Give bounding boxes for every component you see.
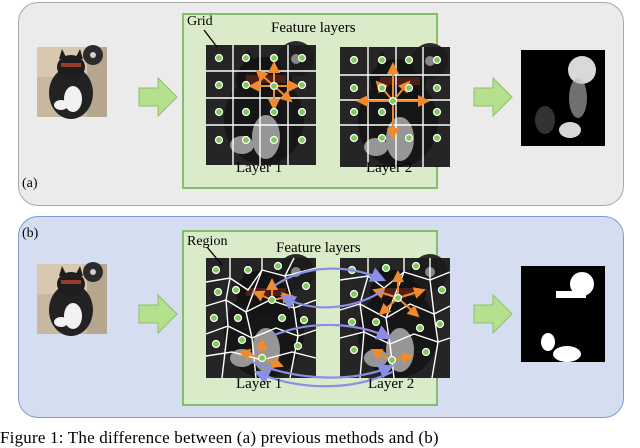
layer2-regions-b <box>340 254 450 378</box>
region-label: Region <box>187 234 227 250</box>
panel-b-label: (b) <box>22 226 38 242</box>
panel-a-label: (a) <box>22 176 38 192</box>
output-mask-b <box>521 266 605 362</box>
layer2-label-a: Layer 2 <box>366 160 412 177</box>
input-image-b <box>37 262 107 336</box>
stage-arrows <box>139 78 512 333</box>
layer2-grid-a <box>340 43 450 167</box>
output-mask-a <box>521 50 605 146</box>
feature-layers-title-a: Feature layers <box>271 20 356 37</box>
layer1-grid-a <box>206 41 316 165</box>
grid-label: Grid <box>187 14 213 30</box>
feature-layers-title-b: Feature layers <box>276 240 361 257</box>
layer1-label-a: Layer 1 <box>236 160 282 177</box>
input-image-a <box>37 45 107 119</box>
layer2-label-b: Layer 2 <box>368 376 414 393</box>
grid-callout-line <box>204 30 217 47</box>
figure-caption: Figure 1: The difference between (a) pre… <box>0 428 439 448</box>
layer1-label-b: Layer 1 <box>236 376 282 393</box>
